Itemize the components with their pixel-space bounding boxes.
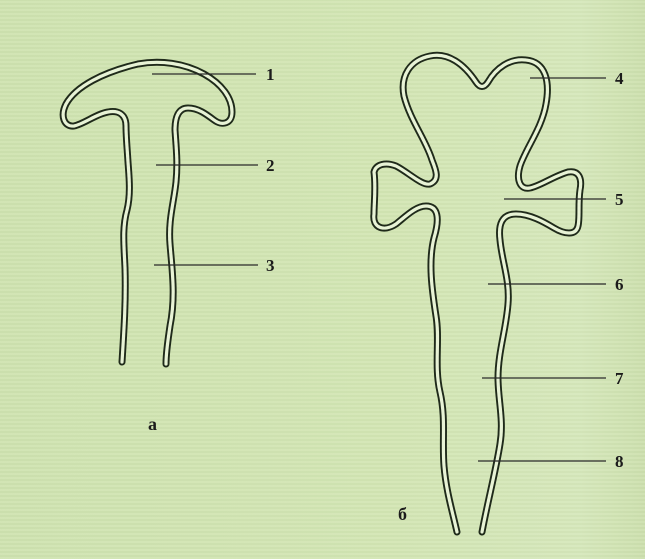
caption-b: б: [398, 504, 407, 524]
subfigure-a: 1 2 3 а: [63, 62, 274, 434]
label-8: 8: [615, 452, 624, 471]
tube-a-path: [63, 62, 232, 364]
label-5: 5: [615, 190, 624, 209]
tube-a-lumen: [63, 62, 232, 364]
neural-tube-a-outline: [63, 62, 232, 364]
label-3: 3: [266, 256, 275, 275]
label-2: 2: [266, 156, 275, 175]
label-6: 6: [615, 275, 624, 294]
label-1: 1: [266, 65, 275, 84]
label-7: 7: [615, 369, 624, 388]
label-4: 4: [615, 69, 624, 88]
subfigure-b: 4 5 6 7 8 б: [374, 55, 624, 532]
caption-a: а: [148, 414, 157, 434]
